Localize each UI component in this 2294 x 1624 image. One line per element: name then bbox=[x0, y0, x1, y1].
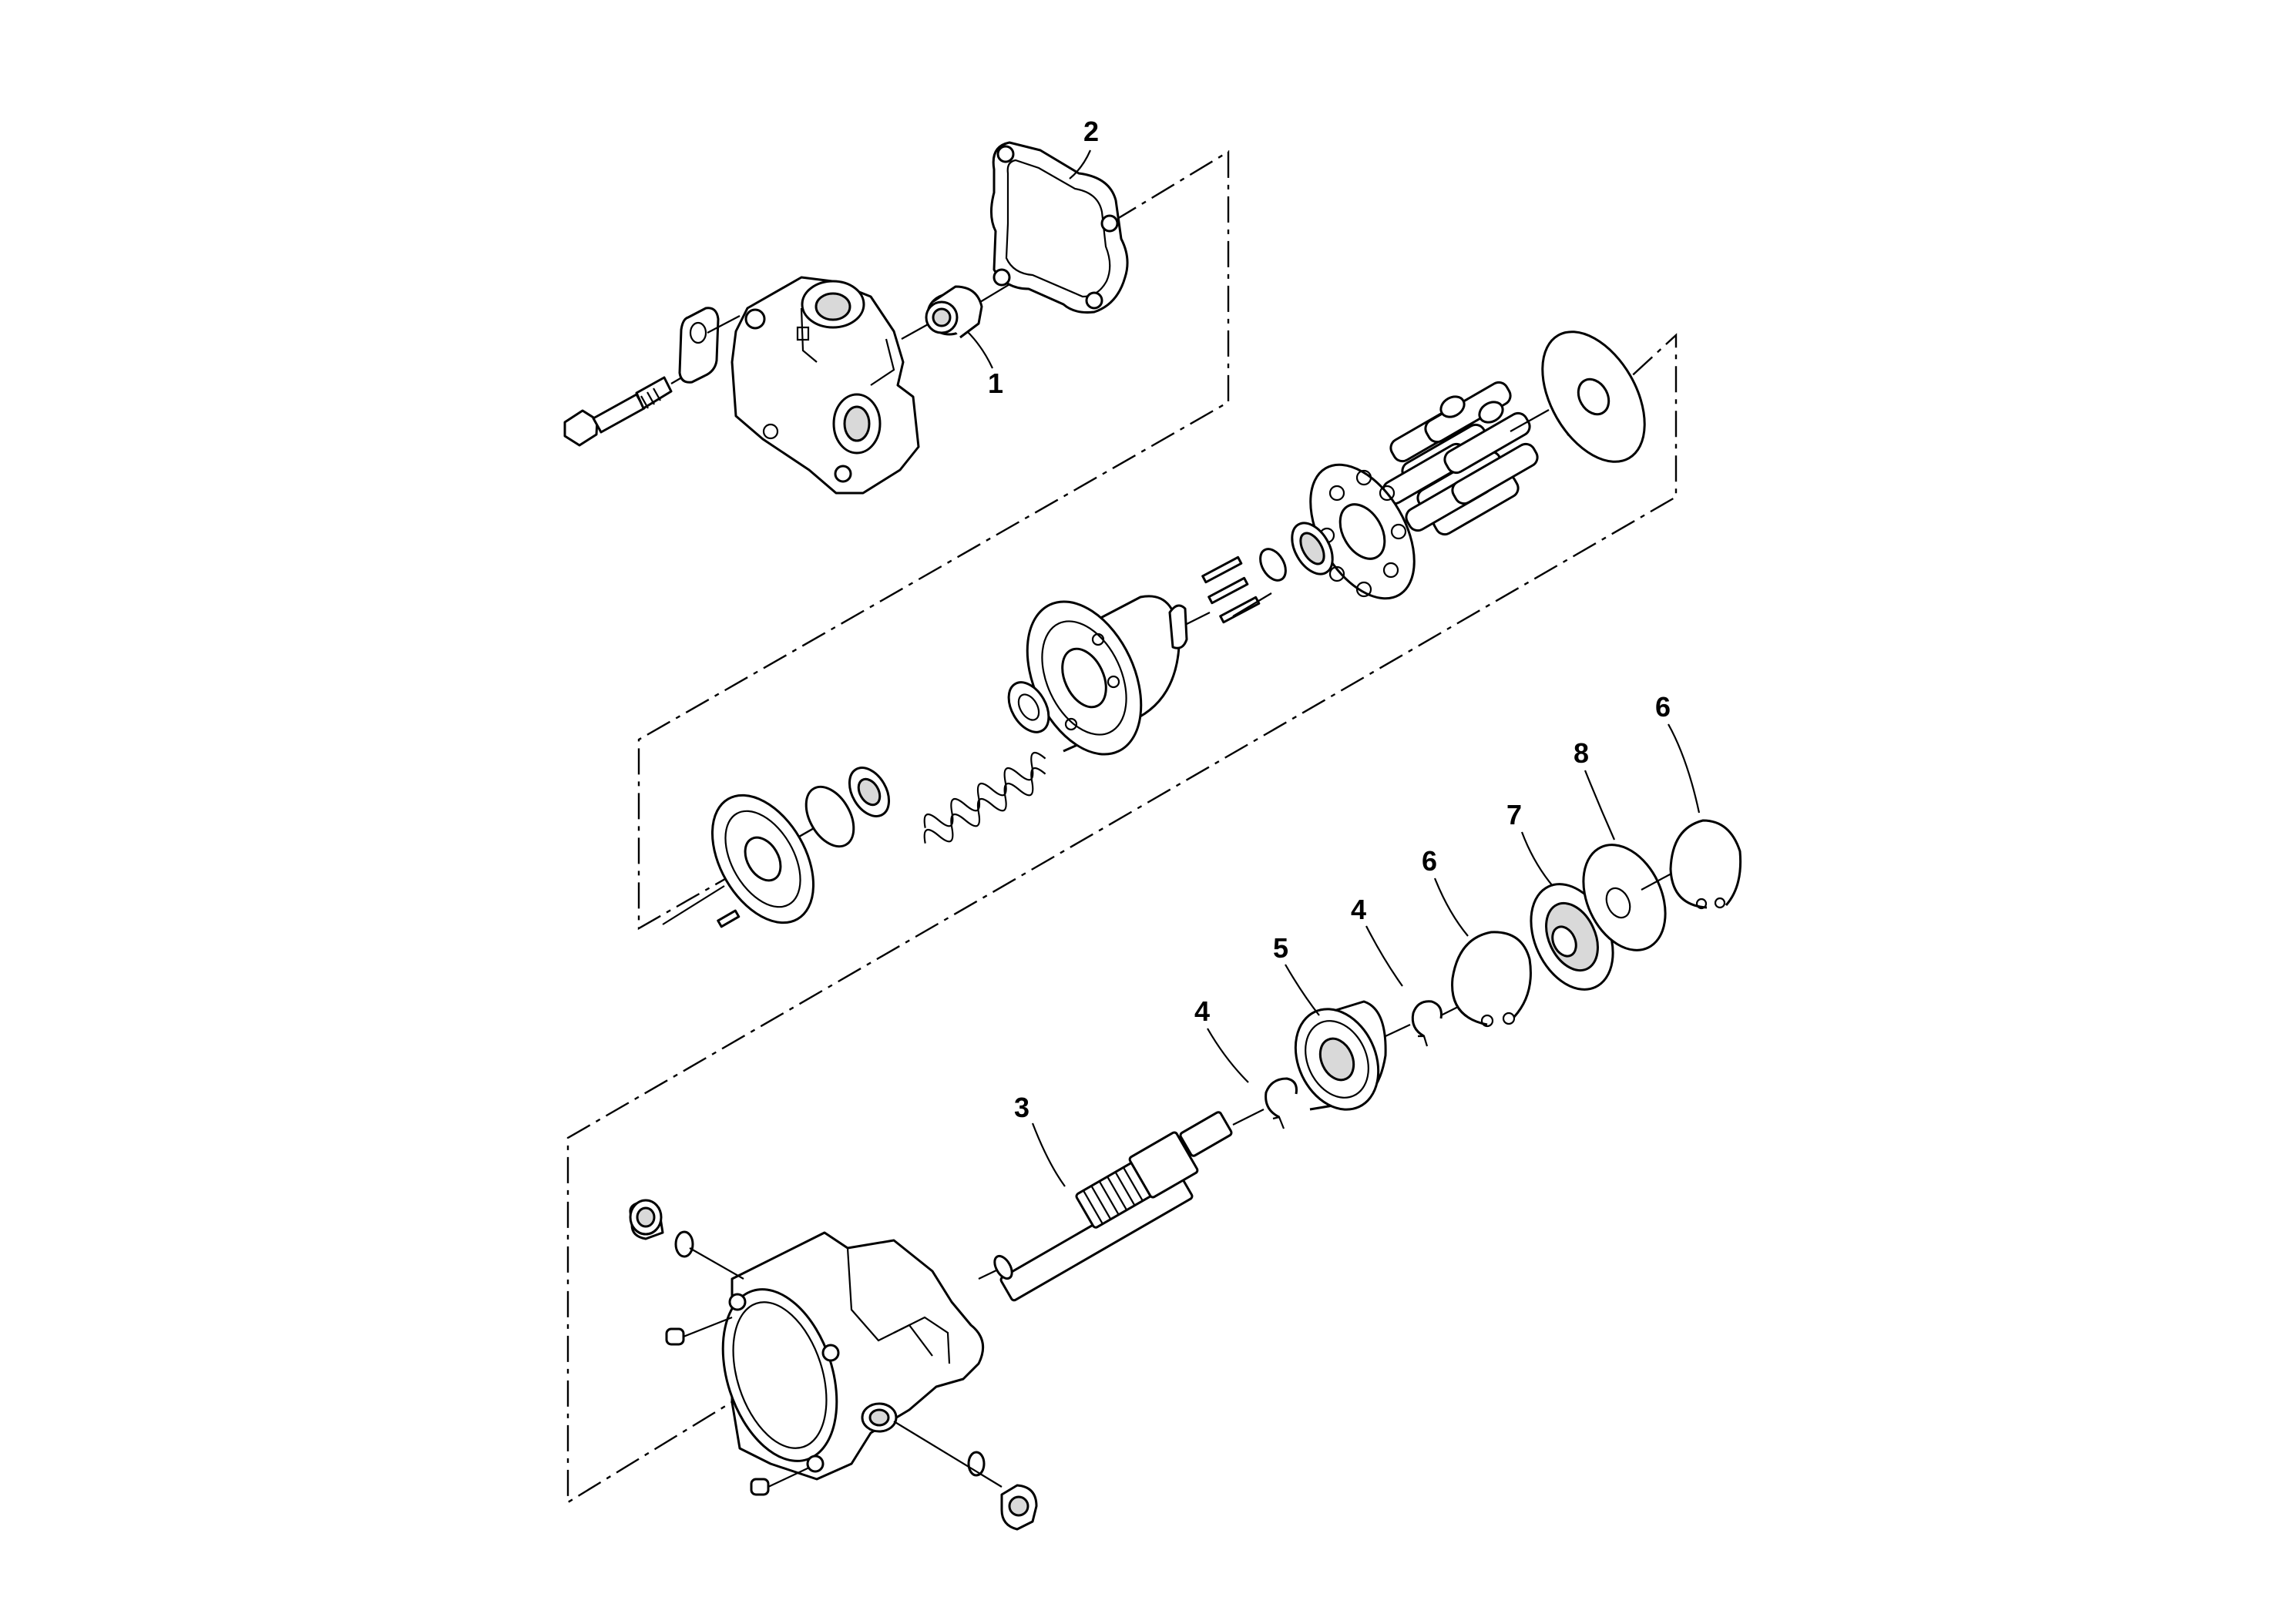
housing bbox=[721, 1231, 985, 1481]
plug-top-left bbox=[629, 1199, 744, 1280]
o-ring-middle bbox=[804, 785, 855, 848]
spring-seat bbox=[848, 767, 891, 817]
callout-4-right: 4 bbox=[1351, 894, 1366, 925]
callouts: 2 1 3 4 5 4 6 7 8 6 bbox=[988, 116, 1671, 1123]
retaining-ring-6b bbox=[1669, 819, 1742, 910]
callout-6-right: 6 bbox=[1655, 691, 1671, 723]
callout-6-left: 6 bbox=[1422, 845, 1437, 877]
spring-washer bbox=[1007, 681, 1050, 733]
piston-assembly bbox=[1382, 381, 1550, 536]
plug-bottom-right bbox=[893, 1421, 1038, 1531]
swash-thrust-washer bbox=[1541, 331, 1646, 463]
cylinder-clip bbox=[1168, 604, 1211, 649]
callout-7: 7 bbox=[1506, 799, 1522, 830]
callout-2: 2 bbox=[1083, 116, 1099, 147]
bolt bbox=[563, 372, 690, 447]
retaining-ring-6a bbox=[1451, 931, 1532, 1028]
retainer-plate bbox=[1309, 463, 1416, 600]
pins bbox=[1201, 555, 1261, 624]
spring bbox=[923, 751, 1046, 844]
callout-3: 3 bbox=[1014, 1092, 1029, 1123]
valve-body bbox=[731, 276, 937, 495]
callout-8: 8 bbox=[1574, 737, 1589, 769]
drive-shaft bbox=[978, 1109, 1265, 1302]
cylinder-barrel bbox=[1026, 595, 1181, 756]
ball-bearing bbox=[1294, 1000, 1411, 1111]
valve-plate bbox=[662, 794, 815, 925]
plug-small-left bbox=[665, 1316, 733, 1346]
callout-1: 1 bbox=[988, 367, 1003, 399]
callout-4-left: 4 bbox=[1194, 995, 1210, 1027]
needle-bearing bbox=[925, 251, 1064, 339]
plug-small-bottom bbox=[750, 1467, 810, 1496]
callout-5: 5 bbox=[1273, 932, 1288, 964]
dowel-pin bbox=[717, 909, 741, 928]
snap-ring-small bbox=[1259, 548, 1287, 582]
washer-8 bbox=[1582, 844, 1681, 951]
gasket bbox=[990, 141, 1129, 314]
ball-guide-bearing bbox=[1291, 522, 1334, 575]
snap-ring-4a bbox=[1265, 1077, 1298, 1129]
mounting-plate bbox=[678, 307, 741, 384]
leader-lines bbox=[966, 149, 1701, 1187]
